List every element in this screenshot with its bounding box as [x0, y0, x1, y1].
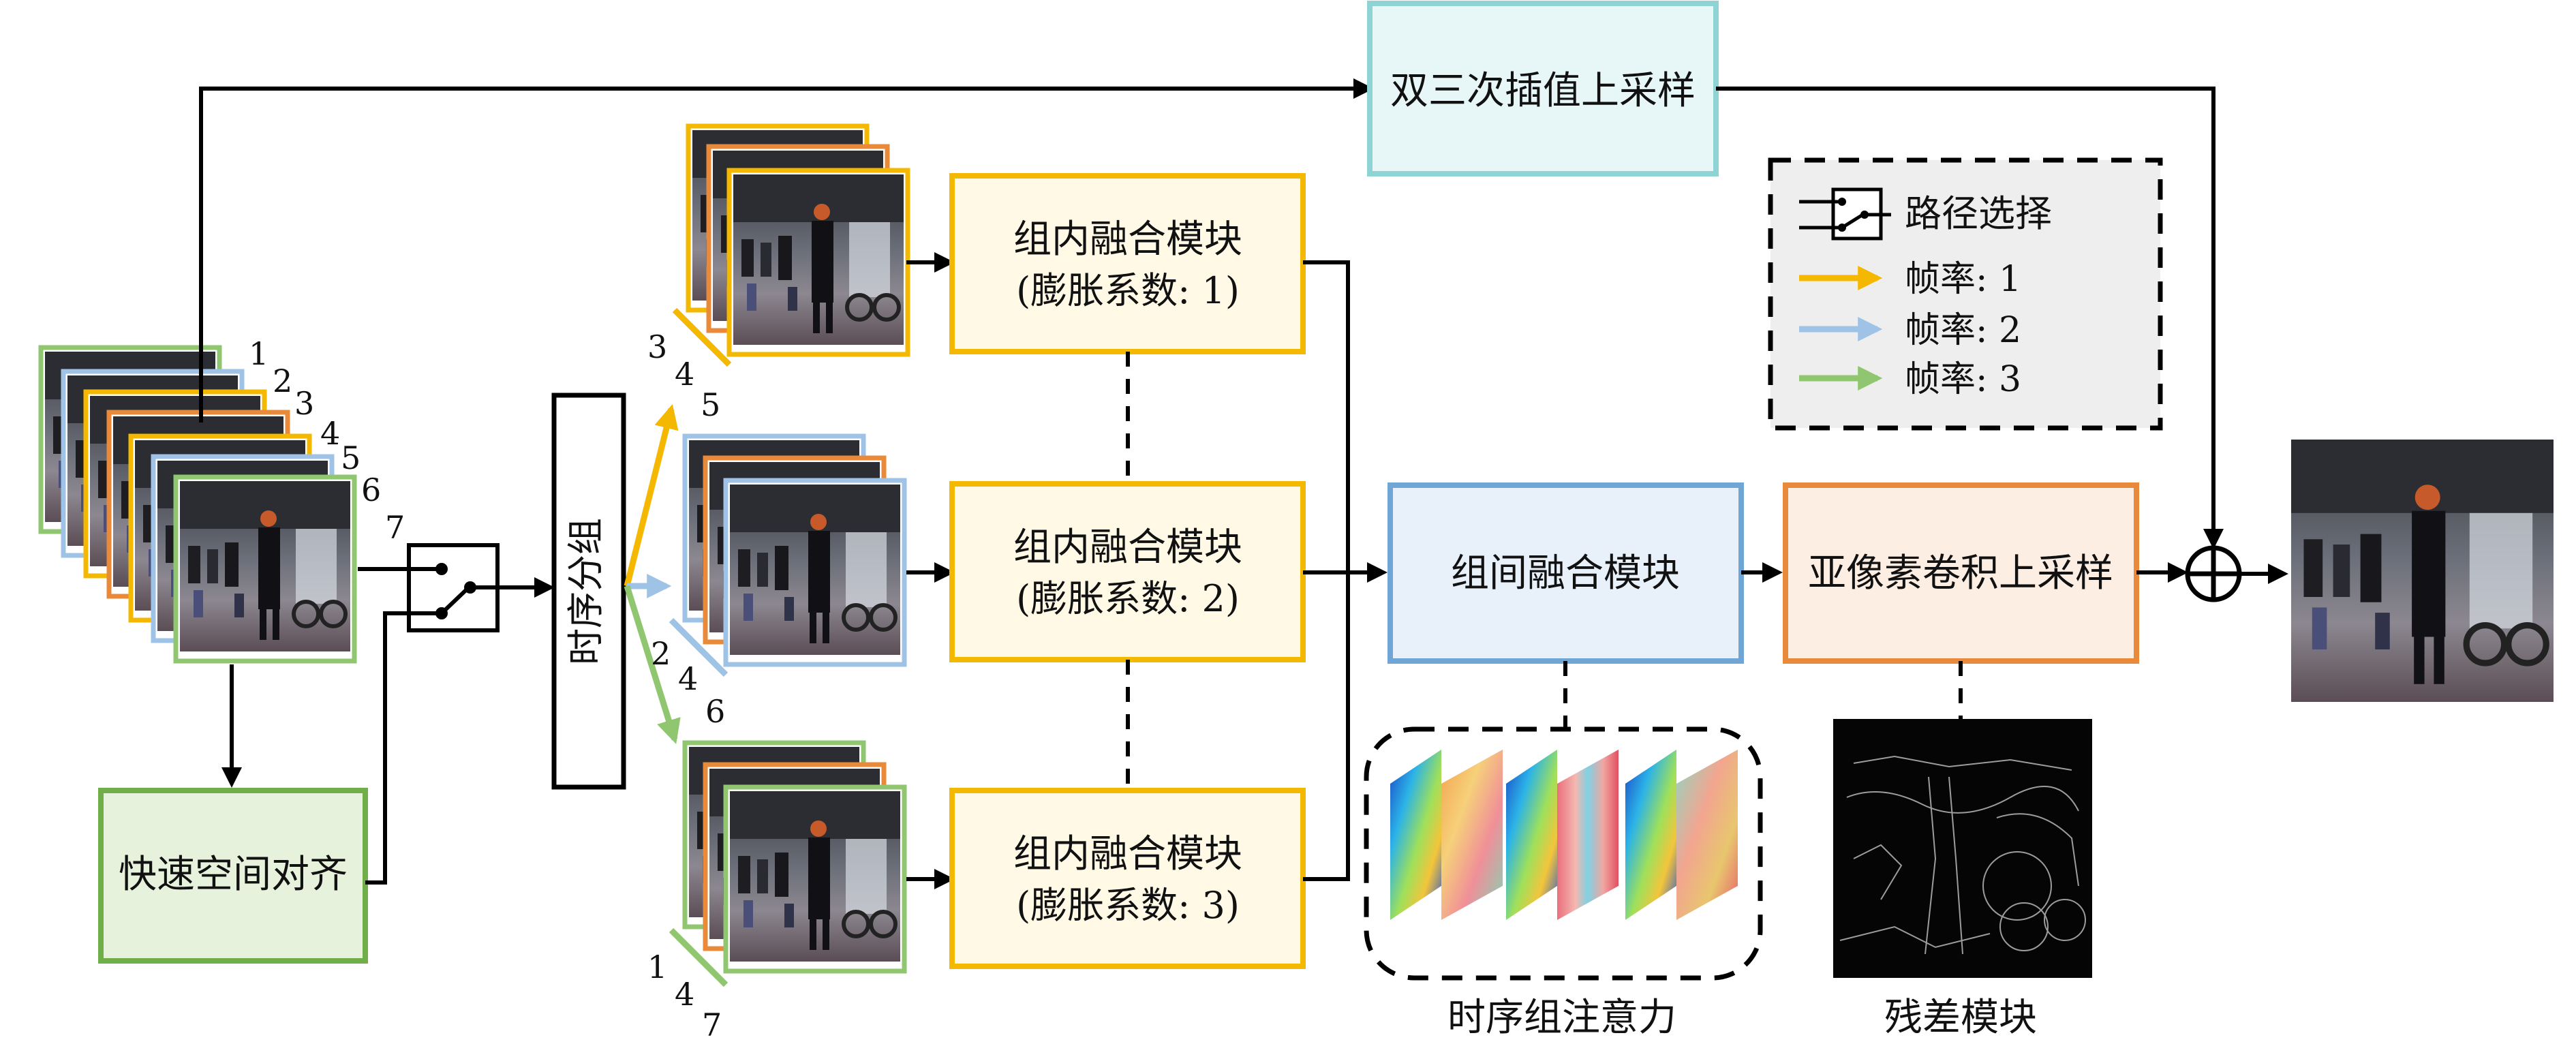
group1-index: 5: [701, 386, 720, 423]
intra-group-fusion-1: 组内融合模块 (膨胀系数: 1): [949, 173, 1306, 354]
temporal-grouping-label: 时序分组: [564, 518, 607, 665]
legend-switch-icon: [1799, 187, 1891, 241]
legend-rate2-label: 帧率: 2: [1905, 310, 2021, 351]
group2-index: 2: [651, 635, 671, 672]
intra-group-dilation: (膨胀系数: 2): [1016, 577, 1240, 620]
attention-maps: [1390, 750, 1738, 920]
rate3-branch-arrow: [624, 585, 681, 744]
bicubic-to-sum-connector: [1716, 87, 2224, 549]
input-frame-number: 1: [249, 335, 269, 372]
rate1-branch-arrow: [624, 404, 679, 587]
intra-group-fusion-3: 组内融合模块 (膨胀系数: 3): [949, 788, 1306, 969]
bicubic-upsample-label: 双三次插值上采样: [1390, 69, 1696, 113]
intra-group-dilation: (膨胀系数: 1): [1016, 269, 1240, 312]
group2-frame-stack: [682, 433, 907, 667]
group1-index: 3: [647, 328, 667, 365]
input-frame-stack: [38, 345, 357, 664]
inter-group-fusion-label: 组间融合模块: [1451, 551, 1680, 596]
group1-index: 4: [675, 356, 694, 393]
residual-map-image: [1833, 719, 2092, 978]
output-hr-frame: [2291, 440, 2554, 702]
group1-frame-stack: [686, 123, 910, 357]
legend-rate1-label: 帧率: 1: [1905, 259, 2021, 300]
legend-rate3-label: 帧率: 3: [1905, 359, 2021, 400]
temporal-attention-label: 时序组注意力: [1447, 996, 1676, 1040]
intra-group-title: 组内融合模块: [1013, 832, 1242, 876]
group3-frame-stack: [682, 740, 907, 974]
sum-node: [2185, 545, 2242, 602]
group2-index: 4: [678, 660, 698, 697]
input-frame-number: 6: [361, 472, 381, 508]
input-frame-number: 3: [294, 385, 314, 422]
subpixel-upsample-box: [1783, 482, 2139, 664]
group3-index: 7: [702, 1007, 722, 1043]
temporal-grouping-box: [551, 393, 626, 790]
group3-slash: [669, 927, 729, 987]
group2-slash: [669, 617, 729, 677]
intra-group-fusion-2: 组内融合模块 (膨胀系数: 2): [949, 481, 1306, 662]
group3-index: 4: [675, 976, 694, 1013]
group3-index: 1: [647, 949, 667, 985]
bypass-connector: [199, 78, 1374, 423]
intra-group-dilation: (膨胀系数: 3): [1016, 884, 1240, 927]
fast-spatial-align-box: [98, 788, 368, 964]
fast-spatial-align-label: 快速空间对齐: [119, 853, 348, 897]
residual-module-label: 残差模块: [1884, 996, 2037, 1040]
input-frame-number: 4: [320, 415, 340, 452]
inter-group-fusion-box: [1387, 482, 1744, 664]
intra-group-title: 组内融合模块: [1013, 525, 1242, 570]
align-to-switch-connector: [365, 611, 412, 885]
group2-index: 6: [705, 693, 725, 730]
intra-group-title: 组内融合模块: [1013, 217, 1242, 262]
input-frame-number: 7: [385, 509, 405, 546]
input-frame-number: 2: [273, 363, 292, 399]
path-switch-icon: [407, 543, 500, 632]
group1-slash: [672, 307, 732, 367]
input-frame-number: 5: [341, 440, 361, 476]
legend-switch-label: 路径选择: [1905, 192, 2052, 235]
subpixel-upsample-label: 亚像素卷积上采样: [1808, 551, 2113, 596]
